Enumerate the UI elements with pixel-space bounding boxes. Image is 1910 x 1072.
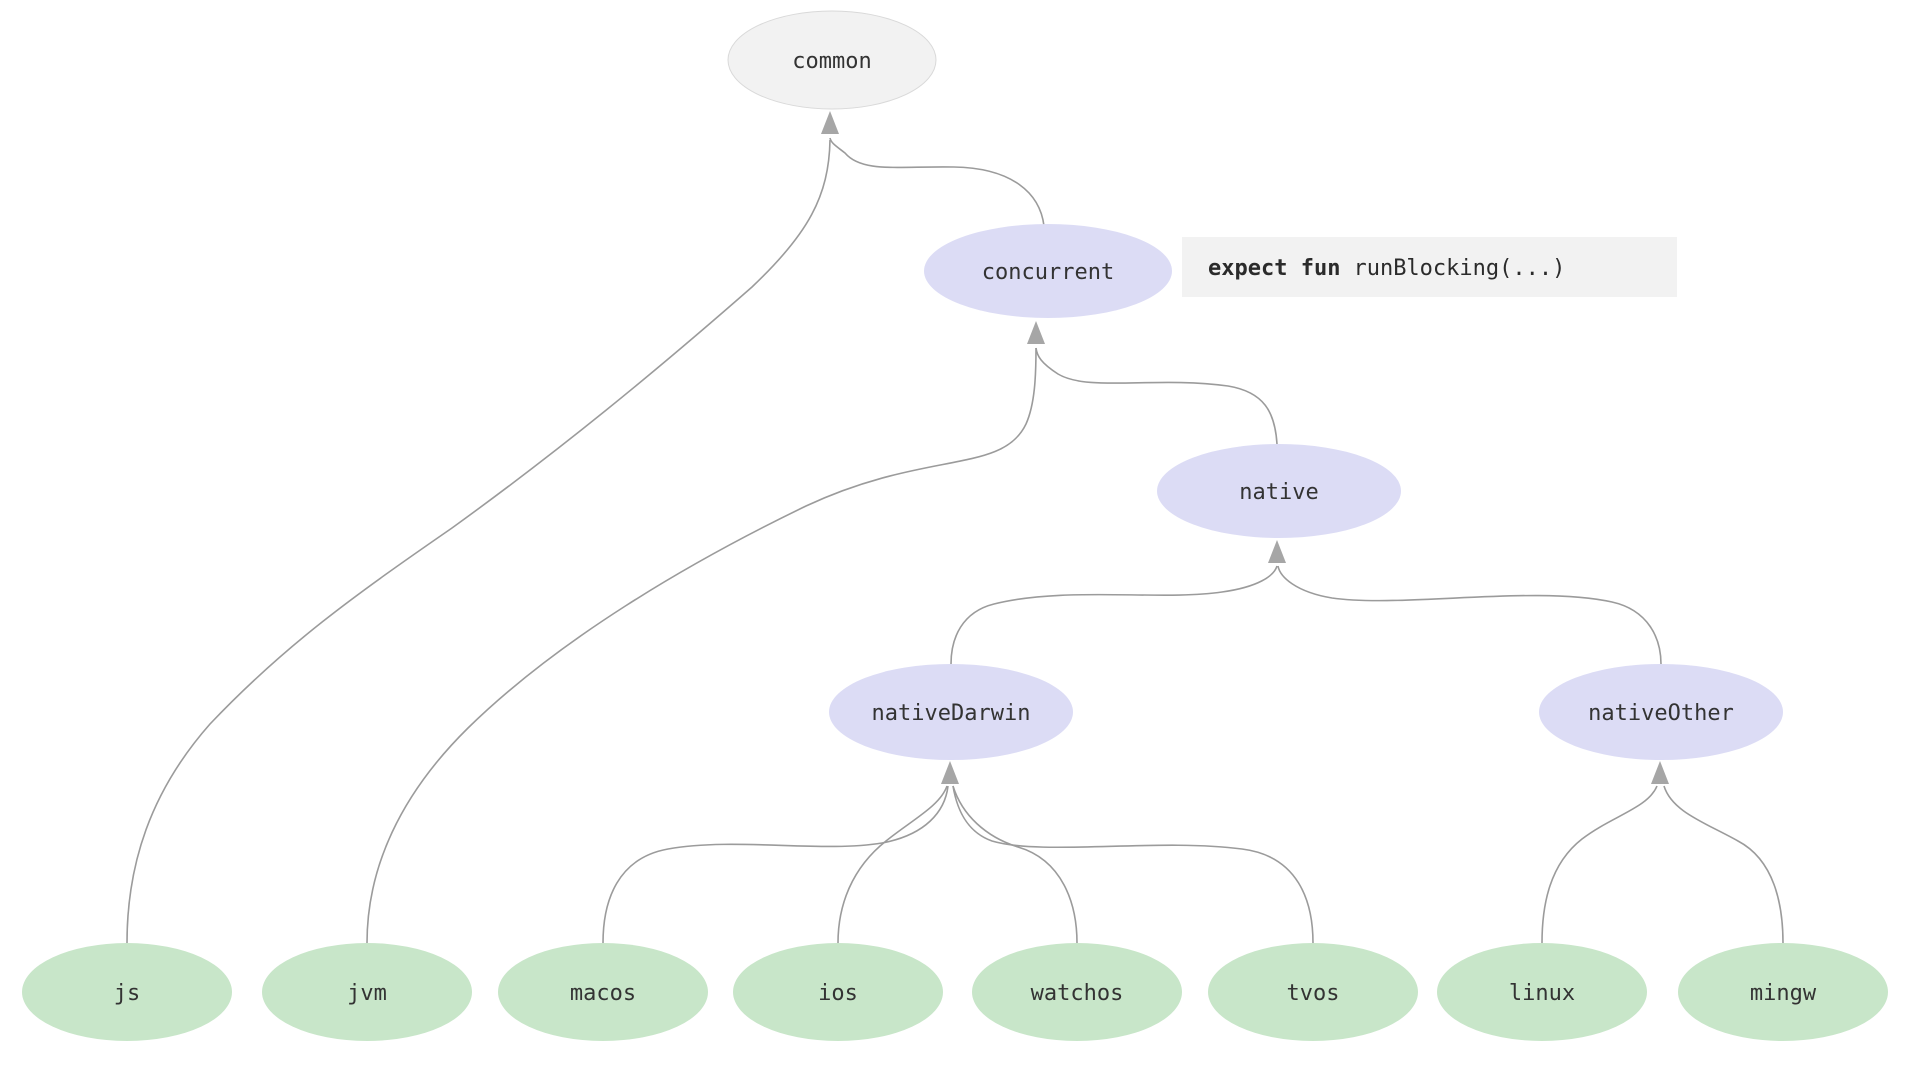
node-macos-shape [498,943,708,1041]
arrowhead-into-concurrent [1027,321,1045,344]
node-ios-shape [733,943,943,1041]
node-native-label: native [1239,480,1318,505]
code-body: runBlocking(...) [1353,256,1565,281]
edge-tvos-to-nativeDarwin [952,785,1314,944]
node-macos-label: macos [570,981,636,1006]
node-nativeOther-label: nativeOther [1588,701,1734,726]
node-common-shape [727,10,937,110]
node-concurrent: concurrent [924,224,1172,318]
edge-watchos-to-nativeDarwin [952,785,1078,944]
node-watchos-shape [972,943,1182,1041]
edge-ios-to-nativeDarwin [837,785,948,944]
node-js: js [22,943,232,1041]
edge-mingw-to-nativeOther [1663,785,1784,944]
node-tvos: tvos [1208,943,1418,1041]
node-watchos-label: watchos [1031,981,1124,1006]
node-native-shape [1157,444,1401,538]
node-nativeDarwin-label: nativeDarwin [872,701,1031,726]
node-concurrent-shape [924,224,1172,318]
node-linux-shape [1437,943,1647,1041]
edge-nativeDarwin-to-native [950,565,1278,665]
node-common-label: common [792,49,871,74]
arrowhead-into-nativeOther [1651,761,1669,784]
arrowhead-into-native [1268,540,1286,563]
node-mingw-shape [1678,943,1888,1041]
node-macos: macos [498,943,708,1041]
code-annotation-text: expect fun runBlocking(...) [1208,256,1565,281]
node-tvos-label: tvos [1287,981,1340,1006]
edge-concurrent-to-common [829,137,1045,227]
node-watchos: watchos [972,943,1182,1041]
node-js-label: js [114,981,141,1006]
edges [126,137,1784,944]
node-linux-label: linux [1509,981,1575,1006]
node-nativeOther-shape [1539,664,1783,760]
node-linux: linux [1437,943,1647,1041]
code-annotation: expect fun runBlocking(...) [1182,237,1677,297]
node-mingw-label: mingw [1750,981,1817,1006]
arrowhead-into-nativeDarwin [941,761,959,784]
node-ios-label: ios [818,981,858,1006]
node-js-shape [22,943,232,1041]
node-concurrent-label: concurrent [982,260,1114,285]
edge-macos-to-nativeDarwin [602,785,949,944]
node-nativeDarwin: nativeDarwin [829,664,1073,760]
node-jvm-shape [262,943,472,1041]
edge-jvm-to-concurrent [366,347,1037,944]
node-jvm-label: jvm [347,981,387,1006]
edge-nativeOther-to-native [1277,565,1662,665]
arrowhead-into-common [821,111,839,134]
code-keyword: expect fun [1208,256,1340,281]
node-jvm: jvm [262,943,472,1041]
node-nativeDarwin-shape [829,664,1073,760]
edge-js-to-common [126,139,831,944]
node-mingw: mingw [1678,943,1888,1041]
edge-linux-to-nativeOther [1541,785,1658,944]
code-annotation-box [1182,237,1677,297]
node-ios: ios [733,943,943,1041]
node-native: native [1157,444,1401,538]
node-common: common [727,10,937,110]
arrowheads [821,111,1669,784]
node-nativeOther: nativeOther [1539,664,1783,760]
edge-native-to-concurrent [1035,347,1278,445]
node-tvos-shape [1208,943,1418,1041]
